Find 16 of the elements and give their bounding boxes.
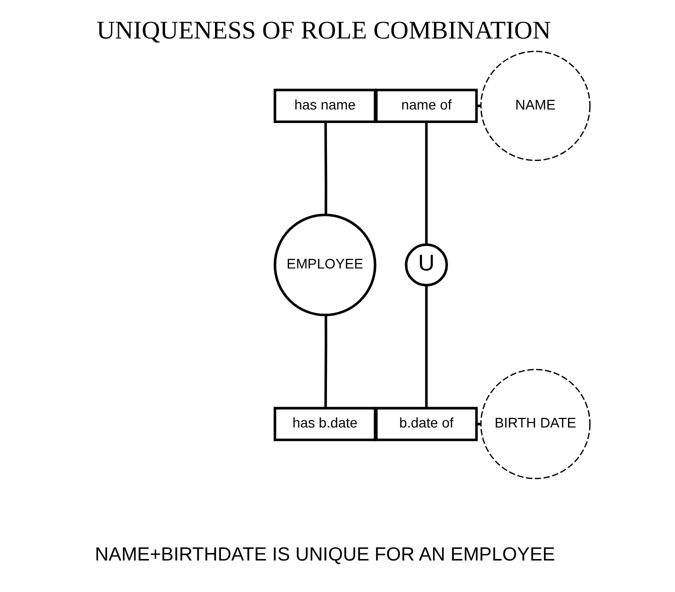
connector <box>424 122 428 245</box>
node-circle: EMPLOYEE <box>273 214 376 316</box>
node-circle: BIRTH DATE <box>480 368 590 480</box>
connector <box>324 315 327 408</box>
connector <box>476 422 480 426</box>
connector <box>424 285 428 408</box>
node-box: name of <box>374 88 478 123</box>
connector <box>476 104 480 108</box>
node-circle: NAME <box>480 50 590 161</box>
node-box: b.date of <box>374 406 478 442</box>
node-box: has name <box>273 88 376 123</box>
node-box: has b.date <box>273 406 376 442</box>
node-circle: U <box>404 243 448 286</box>
diagram-title: UNIQUENESS OF ROLE COMBINATION <box>96 16 550 45</box>
label: NAME+BIRTHDATE IS UNIQUE FOR AN EMPLOYEE <box>94 544 555 566</box>
connector <box>324 122 327 215</box>
